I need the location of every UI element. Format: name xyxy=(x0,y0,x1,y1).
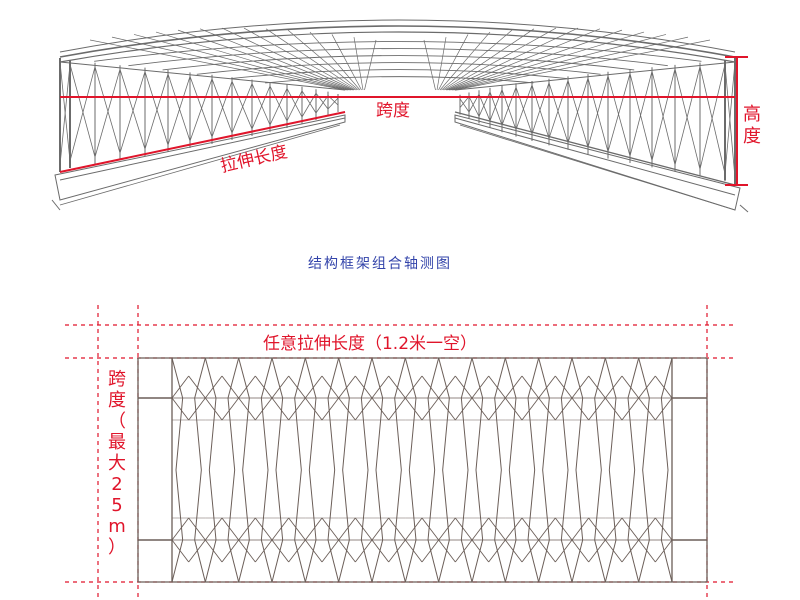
span-label-char: 跨 xyxy=(108,369,126,390)
span-label-char: 大 xyxy=(108,453,126,474)
extension-dimension-line xyxy=(59,111,346,173)
span-label-char: 5 xyxy=(111,495,122,516)
span-label-char: 度 xyxy=(108,390,126,411)
span-label-char: m xyxy=(108,516,126,537)
extension-length-label: 任意拉伸长度（1.2米一空） xyxy=(263,334,477,354)
span-label-char: ） xyxy=(108,537,126,558)
figure-caption: 结构框架组合轴测图 xyxy=(308,256,452,272)
span-label-char: 2 xyxy=(111,474,122,495)
axonometric-structure-drawing: 跨度 高 度 拉伸长度 xyxy=(51,19,761,213)
span-label-char: 最 xyxy=(108,432,126,453)
height-label-line1: 高 xyxy=(743,104,761,125)
plan-frame xyxy=(137,357,708,583)
span-label-char: （ xyxy=(108,411,126,432)
span-label: 跨度 xyxy=(376,101,410,121)
height-label-line2: 度 xyxy=(743,126,761,147)
height-dimension-line xyxy=(725,56,748,186)
